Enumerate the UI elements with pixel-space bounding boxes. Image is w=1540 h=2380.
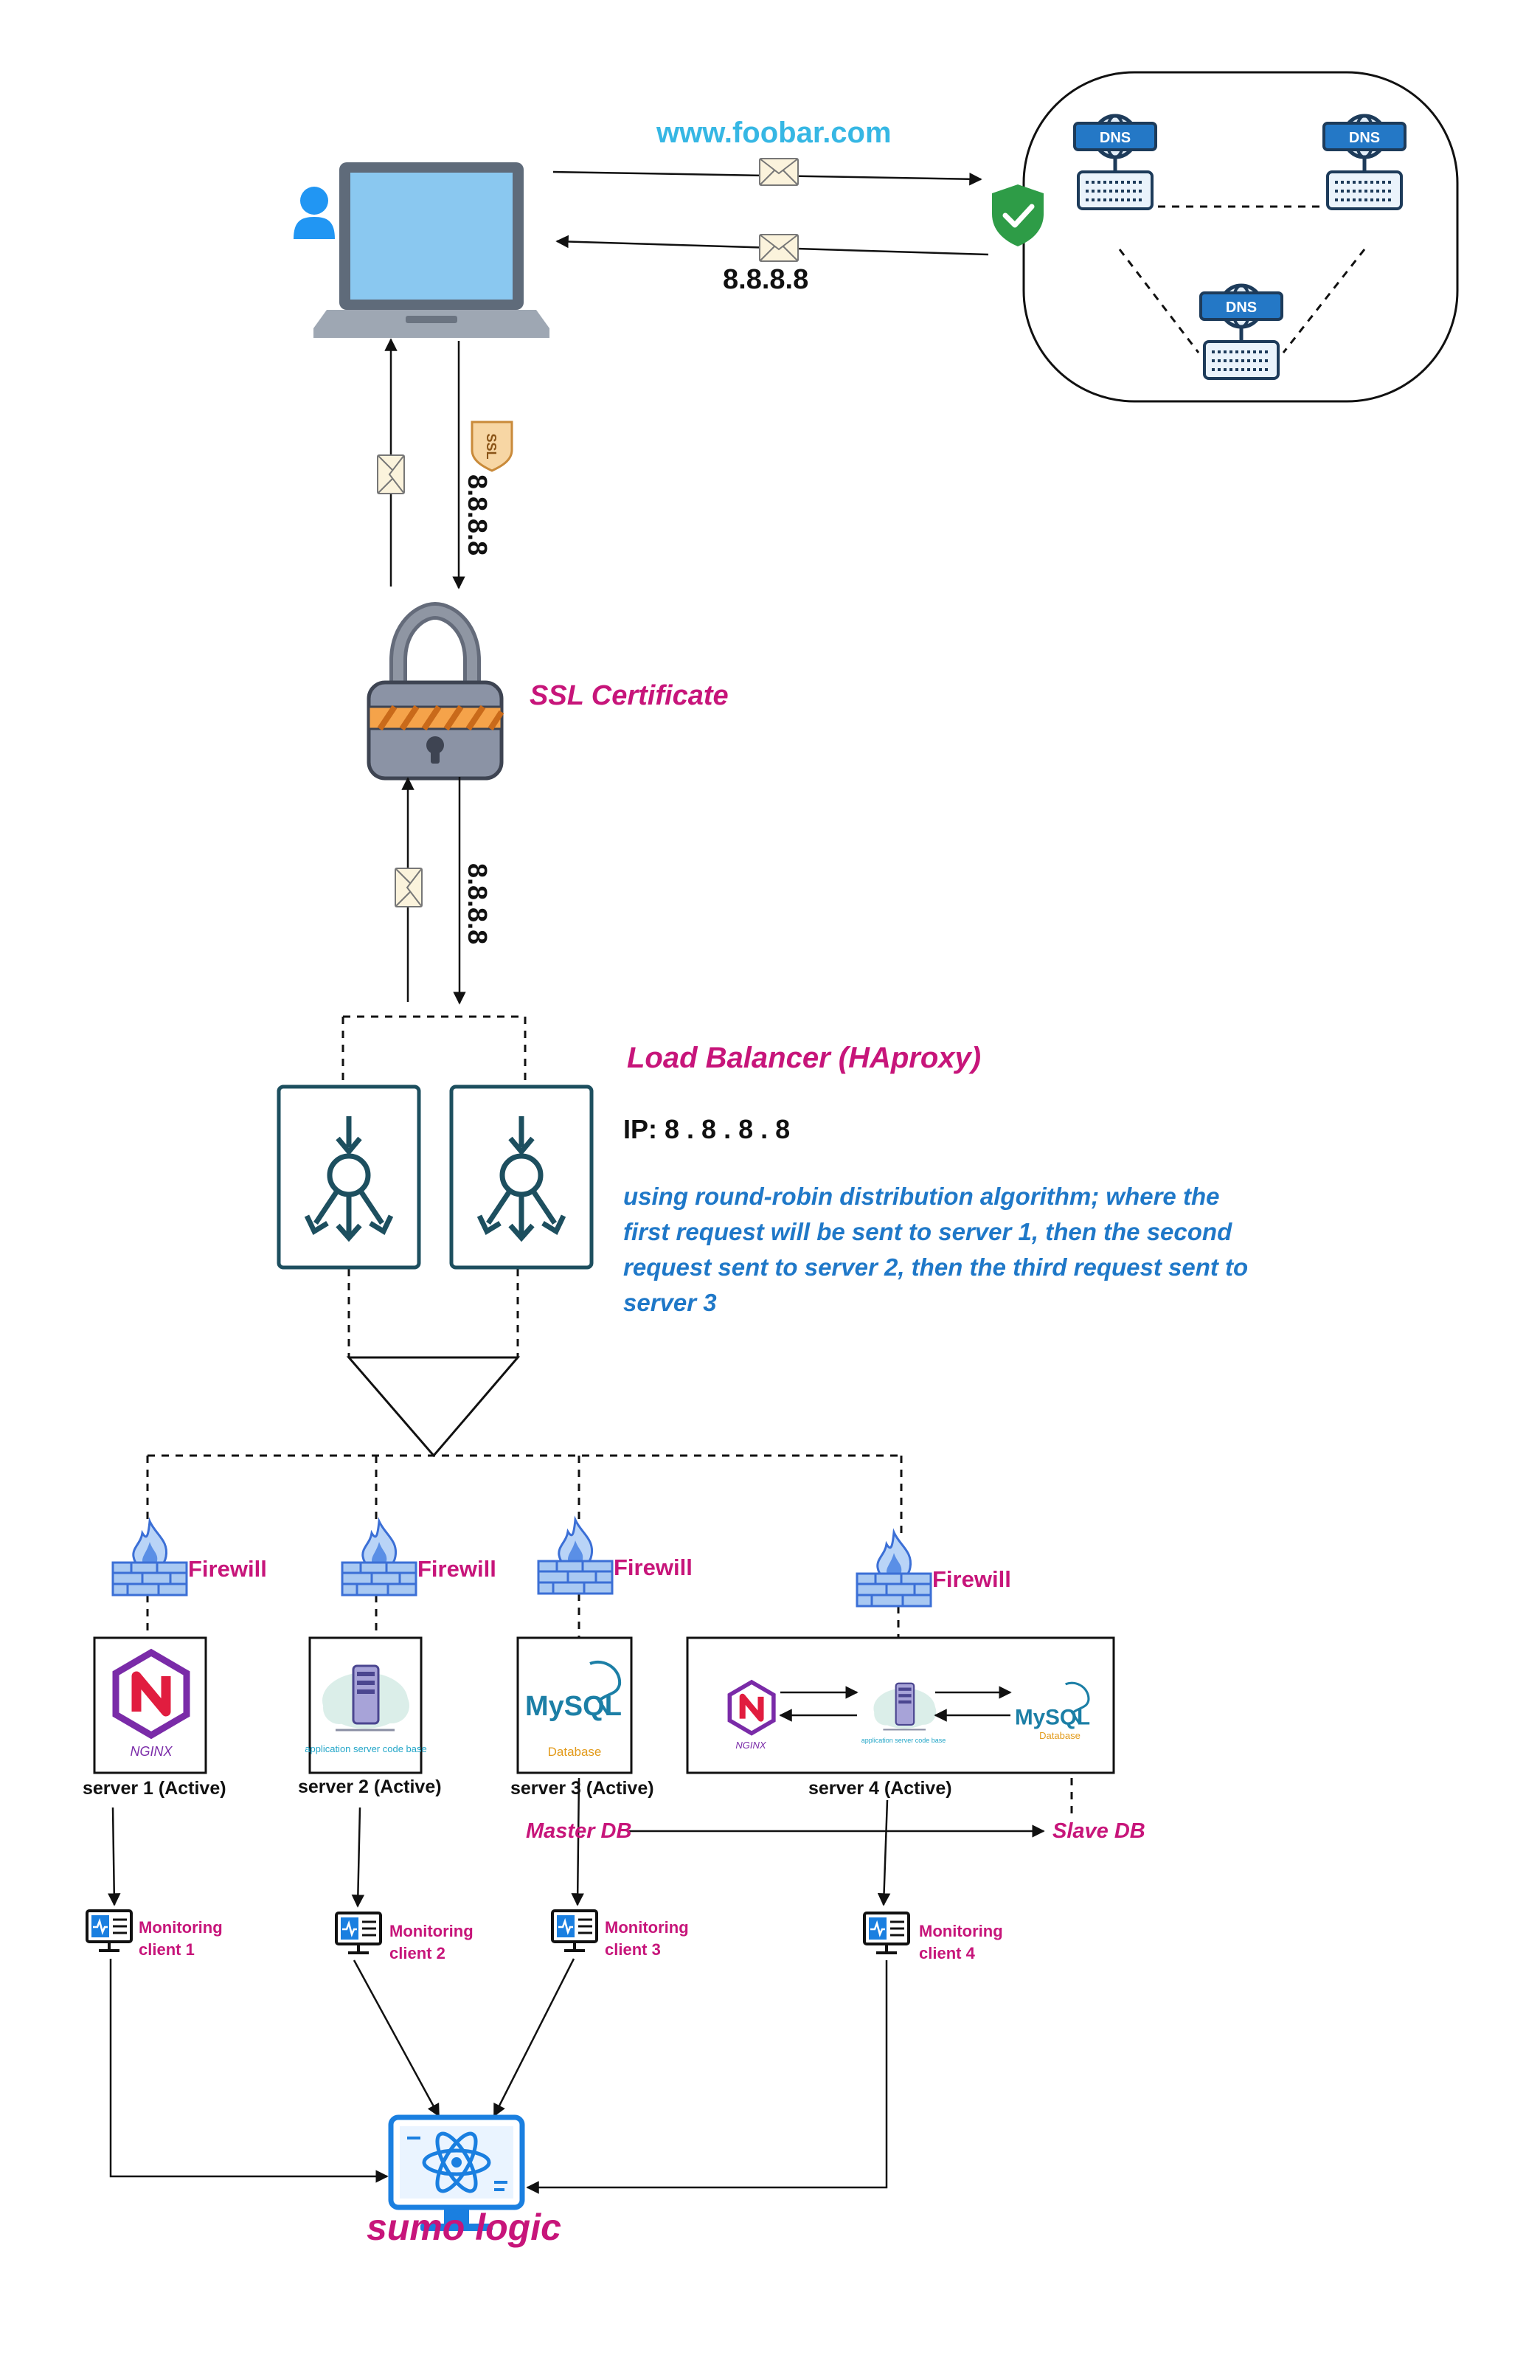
monitor-icon — [863, 1912, 910, 1954]
monitoring-client-2-label: Monitoring client 2 — [389, 1922, 474, 1962]
monitoring-client-3-label: Monitoring client 3 — [605, 1918, 689, 1959]
svg-text:DNS: DNS — [1349, 130, 1380, 146]
load-balancer-icon — [279, 1087, 419, 1267]
server-to-monitor-arrows — [108, 1777, 891, 1908]
load-balancer-ip: IP: 8 . 8 . 8 . 8 — [623, 1114, 790, 1145]
firewall-icon — [111, 1520, 188, 1597]
slave-db-label: Slave DB — [1052, 1819, 1145, 1843]
padlock-icon — [367, 601, 504, 781]
nginx-icon — [729, 1682, 774, 1733]
traffic-splitter — [346, 1356, 521, 1458]
user-icon — [294, 187, 335, 239]
load-balancer-icon — [451, 1087, 592, 1267]
ssl-ip-label: 8.8.8.8 — [462, 474, 493, 556]
ip-prefix: IP: — [623, 1114, 658, 1144]
laptop-icon — [313, 162, 549, 338]
lb-links — [341, 1015, 527, 1357]
mysql-icon: MySQL — [1015, 1681, 1090, 1729]
dns-server-icon: DNS — [1201, 286, 1282, 378]
database-caption: Database — [1039, 1730, 1081, 1741]
envelope-icon — [759, 234, 799, 262]
mysql-icon: MySQL — [525, 1661, 622, 1722]
dns-server-icon: DNS — [1075, 116, 1156, 209]
shield-check-icon — [992, 184, 1044, 246]
ip-value: 8 . 8 . 8 . 8 — [665, 1114, 791, 1144]
monitoring-client-4-label: Monitoring client 4 — [919, 1922, 1003, 1962]
firewall-label: Firewill — [188, 1556, 267, 1582]
svg-text:MySQL: MySQL — [525, 1691, 622, 1722]
nginx-icon — [116, 1653, 187, 1735]
ssl-badge-icon: SSL — [471, 421, 513, 472]
svg-text:DNS: DNS — [1100, 130, 1131, 146]
firewall-label: Firewill — [614, 1554, 693, 1580]
sumo-logic-label: sumo logic — [367, 2207, 561, 2248]
firewall-icon — [537, 1518, 614, 1595]
firewall-label: Firewill — [417, 1556, 496, 1582]
nginx-caption: NGINX — [130, 1744, 173, 1759]
load-balancer-title: Load Balancer (HAproxy) — [627, 1042, 982, 1074]
server-4-links — [779, 1686, 1012, 1722]
dns-server-icon: DNS — [1324, 116, 1405, 209]
monitor-icon — [86, 1909, 133, 1952]
envelope-icon — [395, 868, 423, 907]
monitor-icon — [551, 1909, 598, 1952]
firewall-icon — [856, 1531, 932, 1608]
server-4-label: server 4 (Active) — [808, 1778, 952, 1799]
ssl-certificate-label: SSL Certificate — [530, 680, 729, 711]
server-3-box — [516, 1636, 633, 1774]
app-caption: application server code base — [861, 1737, 946, 1744]
master-db-label: Master DB — [526, 1819, 632, 1843]
sumo-logic-icon — [388, 2114, 525, 2231]
app-caption: application server code base — [305, 1743, 427, 1754]
firewall-label: Firewill — [932, 1566, 1011, 1592]
server-3-label: server 3 (Active) — [510, 1778, 654, 1799]
monitor-icon — [335, 1912, 382, 1954]
distribution-bus — [146, 1454, 903, 1639]
svg-text:DNS: DNS — [1226, 300, 1257, 316]
envelope-icon — [759, 158, 799, 186]
monitor-to-sumo-arrows — [109, 1958, 888, 2194]
envelope-icon — [377, 454, 405, 494]
server-2-label: server 2 (Active) — [298, 1777, 442, 1797]
server-1-label: server 1 (Active) — [83, 1778, 226, 1799]
firewall-icon — [341, 1520, 417, 1597]
dns-response-ip: 8.8.8.8 — [723, 264, 809, 295]
load-balancer-description: using round-robin distribution algorithm… — [623, 1183, 1249, 1316]
domain-label: www.foobar.com — [656, 117, 892, 149]
monitoring-client-1-label: Monitoring client 1 — [139, 1918, 223, 1959]
svg-text:SSL: SSL — [484, 433, 499, 459]
nginx-caption: NGINX — [735, 1740, 767, 1751]
svg-text:MySQL: MySQL — [1015, 1705, 1090, 1729]
database-caption: Database — [548, 1745, 602, 1759]
lb-ip-arrow-label: 8.8.8.8 — [462, 863, 493, 945]
